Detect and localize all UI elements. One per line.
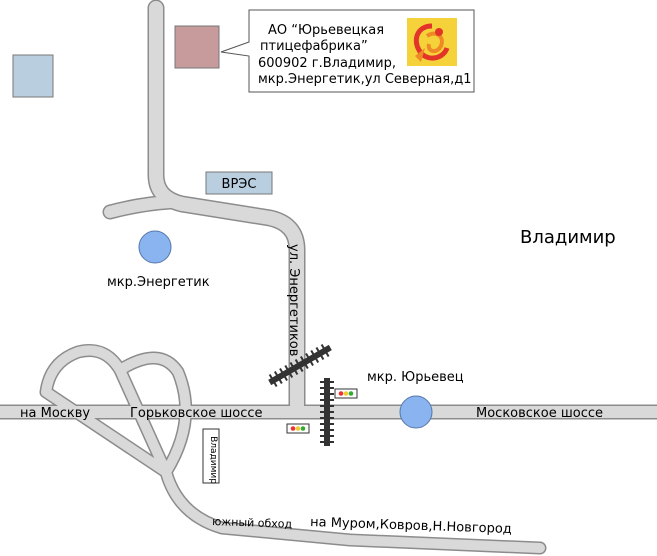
road-north-fill xyxy=(149,1,304,412)
street-energetikov-label: ул. Энергетиков xyxy=(286,244,301,356)
railway-tie xyxy=(315,346,325,361)
district-energetik-label: мкр.Энергетик xyxy=(107,275,210,290)
railway-crossing-icon xyxy=(320,378,334,446)
railway-tie xyxy=(299,355,309,370)
rooster-logo-icon xyxy=(407,18,457,66)
railway-tie xyxy=(320,387,334,389)
railway-tie xyxy=(289,361,299,376)
railway-tie xyxy=(273,370,283,385)
railway-tie xyxy=(310,349,320,364)
railway-tie xyxy=(320,381,334,383)
poultry-farm-block xyxy=(174,25,220,69)
railway-tie xyxy=(284,364,294,379)
vres-label: ВРЭС xyxy=(222,177,257,192)
circle-marker-icon xyxy=(399,395,433,429)
railway-crossing-icon xyxy=(268,343,332,388)
railway-tie xyxy=(305,352,314,367)
vladimir-sign-label: Владимир xyxy=(208,436,218,484)
railway-tie xyxy=(320,343,330,358)
to-moscow-label: на Москву xyxy=(20,406,90,421)
gorkovskoe-highway-label: Горьковское шоссе xyxy=(130,406,263,421)
railway-tie xyxy=(320,417,334,419)
traffic-light-icon xyxy=(286,423,310,434)
railway-tie xyxy=(320,435,334,437)
railway-tie xyxy=(320,393,334,395)
circle-marker-icon xyxy=(138,230,172,264)
address-line2: мкр.Энергетик,ул Северная,д1 xyxy=(258,72,472,87)
address-line1: 600902 г.Владимир, xyxy=(258,56,396,71)
railway-tie xyxy=(294,358,304,373)
traffic-light-icon xyxy=(334,388,358,399)
road-west-branch-fill xyxy=(104,196,176,218)
company-callout: АО “Юрьевецкая птицефабрика” 600902 г.Вл… xyxy=(220,9,475,93)
company-name-line2: птицефабрика” xyxy=(260,39,368,54)
railway-tie xyxy=(320,399,334,401)
railway-tie xyxy=(320,441,334,443)
railway-tie xyxy=(279,367,288,382)
railway-tie xyxy=(320,423,334,425)
to-murom-label: на Муром,Ковров,Н.Новгород xyxy=(310,515,512,537)
vres-box xyxy=(205,171,273,195)
vladimir-road-sign: Владимир xyxy=(202,428,220,484)
railway-tie xyxy=(320,411,334,413)
railway-tie xyxy=(268,373,278,388)
south-bypass-label: южный обход xyxy=(212,515,293,531)
railway-tie xyxy=(320,405,334,407)
road-south-bypass-fill xyxy=(161,467,545,553)
company-name-line1: АО “Юрьевецкая xyxy=(268,23,384,38)
building-block-left xyxy=(12,54,54,98)
city-label: Владимир xyxy=(520,227,616,248)
district-yurievets-label: мкр. Юрьевец xyxy=(367,370,464,385)
railway-tie xyxy=(320,429,334,431)
moskovskoe-highway-label: Московское шоссе xyxy=(476,406,603,421)
